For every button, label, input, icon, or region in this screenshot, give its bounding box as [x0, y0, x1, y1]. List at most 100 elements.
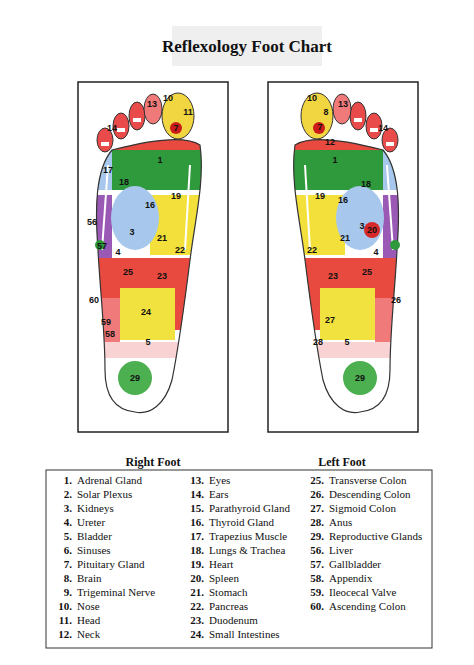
- legend-number: 23.: [182, 615, 204, 626]
- legend-number: 16.: [182, 517, 204, 528]
- legend-name: Ureter: [77, 517, 105, 528]
- callout-number: 8: [323, 108, 328, 117]
- legend-number: 3.: [50, 503, 72, 514]
- legend-number: 6.: [50, 545, 72, 556]
- callout-number: 10: [163, 94, 173, 103]
- callout-number: 26: [391, 296, 401, 305]
- callout-number: 10: [307, 94, 317, 103]
- legend-name: Duodenum: [209, 615, 258, 626]
- legend-number: 13.: [182, 475, 204, 486]
- callout-number: 3: [129, 228, 134, 237]
- legend-number: 26.: [302, 489, 324, 500]
- legend-name: Ascending Colon: [329, 601, 406, 612]
- legend-number: 29.: [302, 531, 324, 542]
- callout-number: 13: [338, 100, 348, 109]
- callout-number: 23: [157, 272, 167, 281]
- legend-number: 25.: [302, 475, 324, 486]
- legend-number: 17.: [182, 531, 204, 542]
- legend-number: 24.: [182, 629, 204, 640]
- callout-number: 13: [147, 100, 157, 109]
- legend-name: Adrenal Gland: [77, 475, 142, 486]
- legend-number: 59.: [302, 587, 324, 598]
- callout-number: 5: [344, 338, 349, 347]
- legend-number: 9.: [50, 587, 72, 598]
- legend-name: Stomach: [209, 587, 248, 598]
- left-frame: [268, 82, 418, 432]
- legend-name: Pituitary Gland: [77, 559, 145, 570]
- legend-name: Lungs & Trachea: [209, 545, 285, 556]
- callout-number: 24: [141, 308, 151, 317]
- callout-number: 16: [338, 196, 348, 205]
- callout-number: 18: [119, 178, 129, 187]
- legend-name: Thyroid Gland: [209, 517, 274, 528]
- callout-number: 22: [175, 246, 185, 255]
- callout-number: 12: [325, 138, 335, 147]
- legend-number: 60.: [302, 601, 324, 612]
- callout-number: 20: [367, 226, 377, 235]
- legend-name: Spleen: [209, 573, 239, 584]
- callout-number: 19: [315, 192, 325, 201]
- legend-name: Kidneys: [77, 503, 114, 514]
- callout-number: 17: [103, 166, 113, 175]
- legend-name: Bladder: [77, 531, 112, 542]
- legend-name: Parathyroid Gland: [209, 503, 290, 514]
- callout-number: 27: [325, 316, 335, 325]
- callout-number: 21: [157, 234, 167, 243]
- legend-number: 28.: [302, 517, 324, 528]
- callout-number: 22: [307, 246, 317, 255]
- legend-box: [46, 470, 432, 648]
- callout-number: 28: [313, 338, 323, 347]
- callout-number: 59: [101, 318, 111, 327]
- callout-number: 58: [105, 330, 115, 339]
- callout-number: 14: [107, 124, 117, 133]
- legend-number: 11.: [50, 615, 72, 626]
- legend-number: 14.: [182, 489, 204, 500]
- legend-number: 56.: [302, 545, 324, 556]
- legend-name: Appendix: [329, 573, 372, 584]
- foot-label: Right Foot: [126, 456, 181, 468]
- callout-number: 25: [123, 268, 133, 277]
- callout-number: 3: [359, 222, 364, 231]
- legend-name: Pancreas: [209, 601, 248, 612]
- legend-number: 7.: [50, 559, 72, 570]
- callout-number: 21: [340, 234, 350, 243]
- legend-number: 1.: [50, 475, 72, 486]
- legend-number: 4.: [50, 517, 72, 528]
- callout-number: 1: [332, 156, 337, 165]
- callout-number: 18: [361, 180, 371, 189]
- callout-number: 60: [89, 296, 99, 305]
- legend-name: Sigmoid Colon: [329, 503, 396, 514]
- legend-name: Reproductive Glands: [329, 531, 422, 542]
- legend-number: 8.: [50, 573, 72, 584]
- legend-name: Brain: [77, 573, 101, 584]
- legend-number: 12.: [50, 629, 72, 640]
- callout-number: 29: [355, 374, 365, 383]
- callout-number: 25: [362, 268, 372, 277]
- chart-title: Reflexology Foot Chart: [162, 38, 332, 55]
- legend-number: 10.: [50, 601, 72, 612]
- legend-number: 18.: [182, 545, 204, 556]
- legend-name: Small Intestines: [209, 629, 280, 640]
- callout-number: 7: [317, 123, 322, 132]
- legend-number: 22.: [182, 601, 204, 612]
- legend-number: 5.: [50, 531, 72, 542]
- callout-number: 14: [378, 124, 388, 133]
- legend-name: Descending Colon: [329, 489, 411, 500]
- legend-name: Solar Plexus: [77, 489, 132, 500]
- legend-number: 2.: [50, 489, 72, 500]
- callout-number: 4: [373, 248, 378, 257]
- legend-name: Neck: [77, 629, 100, 640]
- legend-name: Trigeminal Nerve: [77, 587, 155, 598]
- legend-name: Nose: [77, 601, 100, 612]
- callout-number: 4: [115, 248, 120, 257]
- heart-zone: [364, 222, 380, 238]
- legend-name: Ileocecal Valve: [329, 587, 396, 598]
- foot-map: [88, 93, 210, 413]
- callout-number: 5: [145, 338, 150, 347]
- legend-name: Head: [77, 615, 100, 626]
- callout-number: 29: [130, 374, 140, 383]
- legend-name: Ears: [209, 489, 229, 500]
- callout-number: 19: [171, 192, 181, 201]
- legend-name: Eyes: [209, 475, 230, 486]
- legend-number: 20.: [182, 573, 204, 584]
